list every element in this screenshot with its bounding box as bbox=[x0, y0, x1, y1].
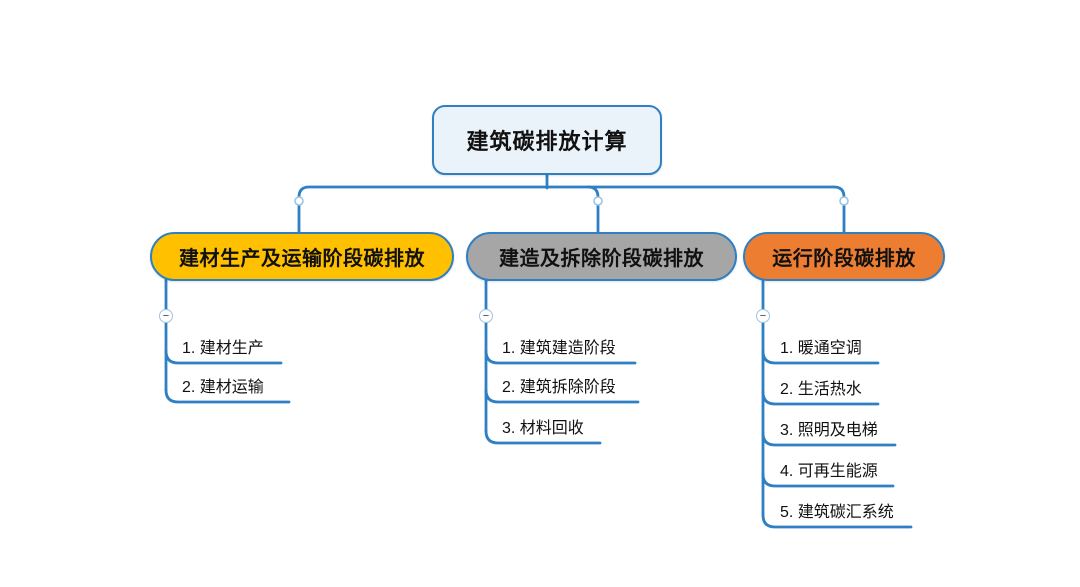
collapse-button-0[interactable]: − bbox=[159, 309, 173, 323]
underline-branch-1-child-0 bbox=[484, 349, 637, 365]
collapse-button-2[interactable]: − bbox=[756, 309, 770, 323]
subtopic-branch-2-item-1[interactable]: 2. 生活热水 bbox=[780, 381, 862, 398]
underline-branch-1-child-2 bbox=[484, 429, 602, 445]
branch-node-1[interactable]: 建造及拆除阶段碳排放 bbox=[466, 232, 737, 281]
subtopic-branch-1-item-2[interactable]: 3. 材料回收 bbox=[502, 420, 584, 437]
subtopic-branch-0-item-0[interactable]: 1. 建材生产 bbox=[182, 340, 264, 357]
junction-dot-middle bbox=[593, 196, 603, 206]
root-node[interactable]: 建筑碳排放计算 bbox=[432, 105, 662, 175]
underline-branch-2-child-3 bbox=[761, 472, 895, 488]
root-node-label: 建筑碳排放计算 bbox=[466, 129, 628, 154]
underline-branch-0-child-0 bbox=[164, 349, 283, 365]
subtopic-branch-2-item-4[interactable]: 5. 建筑碳汇系统 bbox=[780, 504, 894, 521]
subtopic-branch-0-item-1[interactable]: 2. 建材运输 bbox=[182, 379, 264, 396]
underline-branch-2-child-2 bbox=[761, 431, 897, 447]
subtopic-branch-2-item-2[interactable]: 3. 照明及电梯 bbox=[780, 422, 878, 439]
subtopic-branch-1-item-0[interactable]: 1. 建筑建造阶段 bbox=[502, 340, 616, 357]
junction-dot-left bbox=[294, 196, 304, 206]
underline-branch-2-child-0 bbox=[761, 349, 880, 365]
subtopic-branch-1-item-1[interactable]: 2. 建筑拆除阶段 bbox=[502, 379, 616, 396]
subtopic-branch-2-item-3[interactable]: 4. 可再生能源 bbox=[780, 463, 878, 480]
underline-branch-2-child-1 bbox=[761, 390, 880, 406]
branch-node-0-label: 建材生产及运输阶段碳排放 bbox=[179, 248, 425, 270]
underline-branch-1-child-1 bbox=[484, 388, 640, 404]
branch-node-2[interactable]: 运行阶段碳排放 bbox=[743, 232, 945, 281]
subtopic-branch-2-item-0[interactable]: 1. 暖通空调 bbox=[780, 340, 862, 357]
branch-node-0[interactable]: 建材生产及运输阶段碳排放 bbox=[150, 232, 454, 281]
underline-branch-0-child-1 bbox=[164, 388, 291, 404]
junction-dot-right bbox=[839, 196, 849, 206]
connector-middle-hook bbox=[586, 185, 600, 199]
collapse-button-1[interactable]: − bbox=[479, 309, 493, 323]
branch-node-1-label: 建造及拆除阶段碳排放 bbox=[499, 248, 704, 270]
branch-node-2-label: 运行阶段碳排放 bbox=[772, 248, 916, 270]
underline-branch-2-child-4 bbox=[761, 513, 913, 529]
connector-top-rail bbox=[297, 185, 846, 199]
